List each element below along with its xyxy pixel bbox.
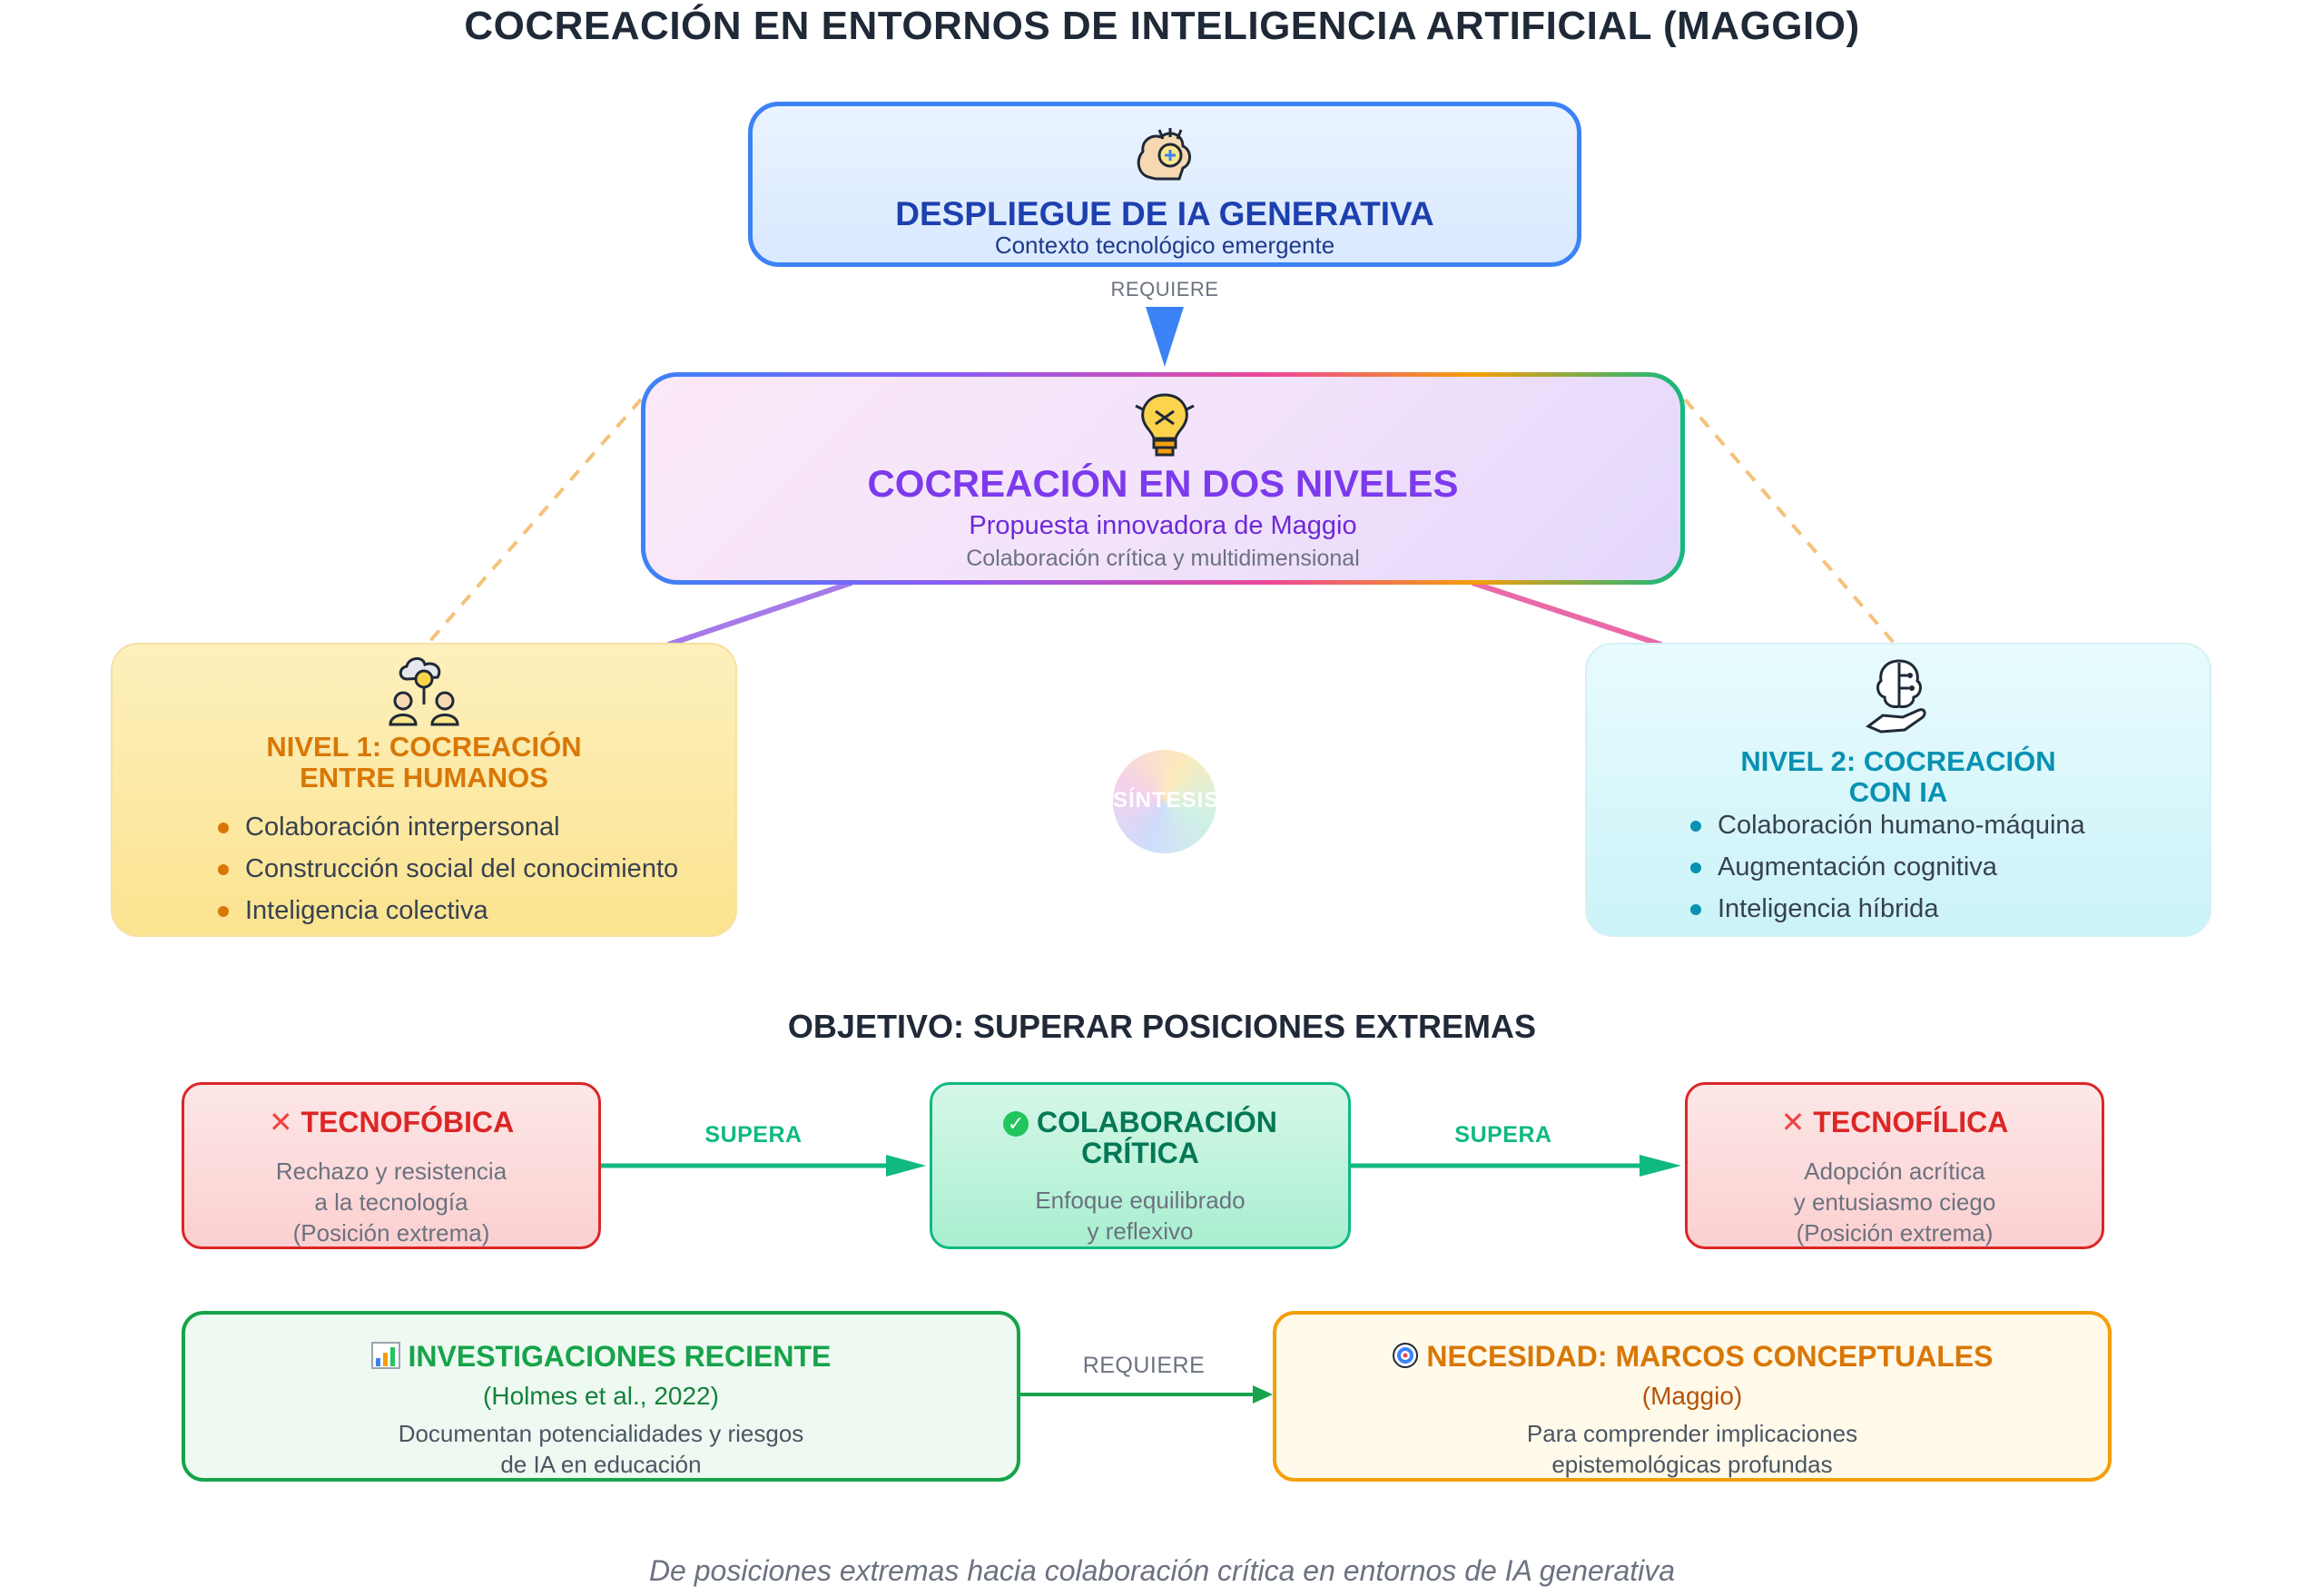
core-title: COCREACIÓN EN DOS NIVELES bbox=[867, 462, 1459, 505]
colaboracion-desc: Enfoque equilibrado y reflexivo bbox=[932, 1185, 1348, 1246]
need-title: NECESIDAD: MARCOS CONCEPTUALES bbox=[1276, 1340, 2108, 1374]
desc-line: de IA en educación bbox=[500, 1451, 702, 1478]
supera-label-right: SUPERA bbox=[1454, 1122, 1552, 1148]
research-desc: Documentan potencialidades y riesgos de … bbox=[185, 1418, 1017, 1480]
need-box: NECESIDAD: MARCOS CONCEPTUALES (Maggio) … bbox=[1273, 1311, 2112, 1482]
need-desc: Para comprender implicaciones epistemoló… bbox=[1276, 1418, 2108, 1480]
colaboracion-title-line2: CRÍTICA bbox=[1081, 1137, 1199, 1169]
list-item: Colaboración interpersonal bbox=[218, 806, 678, 848]
core-subtitle: Propuesta innovadora de Maggio bbox=[969, 511, 1357, 540]
colaboracion-title-line1: COLABORACIÓN bbox=[1037, 1106, 1277, 1138]
cross-icon: ✕ bbox=[1780, 1106, 1806, 1138]
bar-chart-icon bbox=[370, 1342, 400, 1369]
desc-line: Documentan potencialidades y riesgos bbox=[398, 1420, 804, 1447]
level1-list: Colaboración interpersonal Construcción … bbox=[218, 806, 679, 931]
deploy-title: DESPLIEGUE DE IA GENERATIVA bbox=[895, 195, 1434, 232]
target-icon bbox=[1392, 1343, 1418, 1368]
edge-label-requiere-bottom: REQUIERE bbox=[1082, 1353, 1206, 1378]
level2-box: NIVEL 2: COCREACIÓN CON IA Colaboración … bbox=[1585, 643, 2211, 937]
dashed-link-left bbox=[427, 398, 643, 645]
list-item-text: Augmentación cognitiva bbox=[1718, 852, 1997, 882]
tecnofobica-desc: Rechazo y resistencia a la tecnología (P… bbox=[184, 1156, 598, 1248]
desc-line: Para comprender implicaciones bbox=[1526, 1420, 1858, 1447]
research-citation: (Holmes et al., 2022) bbox=[483, 1382, 719, 1410]
tecnofilica-title: ✕ TECNOFÍLICA bbox=[1688, 1107, 2102, 1138]
supera-arrow-left-head bbox=[886, 1155, 926, 1177]
lightbulb-icon bbox=[1135, 393, 1195, 457]
requiere-bottom-head bbox=[1253, 1385, 1273, 1404]
desc-line: (Posición extrema) bbox=[1796, 1219, 1994, 1246]
objective-title: OBJETIVO: SUPERAR POSICIONES EXTREMAS bbox=[787, 1008, 1537, 1045]
ai-hand-icon bbox=[1866, 659, 1926, 734]
colaboracion-title: ✓ COLABORACIÓN CRÍTICA bbox=[932, 1107, 1348, 1168]
dashed-link-right bbox=[1683, 398, 1896, 645]
supera-label-left: SUPERA bbox=[704, 1122, 803, 1148]
cross-icon: ✕ bbox=[268, 1106, 293, 1138]
footer-caption: De posiciones extremas hacia colaboració… bbox=[648, 1554, 1676, 1587]
sintesis-label: SÍNTESIS bbox=[1113, 788, 1220, 813]
list-item-text: Inteligencia colectiva bbox=[245, 896, 488, 925]
bullet-dot bbox=[1690, 904, 1701, 915]
desc-line: y entusiasmo ciego bbox=[1793, 1188, 1996, 1216]
bullet-dot bbox=[218, 823, 229, 833]
supera-arrow-right-head bbox=[1640, 1155, 1681, 1177]
core-detail: Colaboración crítica y multidimensional bbox=[966, 546, 1360, 571]
page-title: COCREACIÓN EN ENTORNOS DE INTELIGENCIA A… bbox=[464, 4, 1860, 48]
deploy-box: DESPLIEGUE DE IA GENERATIVA Contexto tec… bbox=[748, 102, 1581, 267]
list-item: Inteligencia híbrida bbox=[1690, 888, 2085, 930]
level2-title-line1: NIVEL 2: COCREACIÓN bbox=[1740, 745, 2056, 777]
sintesis-circle: SÍNTESIS bbox=[1113, 750, 1220, 853]
desc-line: (Posición extrema) bbox=[292, 1219, 490, 1246]
list-item-text: Inteligencia híbrida bbox=[1718, 894, 1939, 923]
tecnofilica-box: ✕ TECNOFÍLICA Adopción acrítica y entusi… bbox=[1685, 1082, 2104, 1249]
bullet-dot bbox=[218, 864, 229, 875]
level2-title-line2: CON IA bbox=[1848, 776, 1948, 808]
link-core-level2 bbox=[1472, 580, 1662, 647]
level1-title-line1: NIVEL 1: COCREACIÓN bbox=[266, 731, 582, 763]
desc-line: Adopción acrítica bbox=[1804, 1158, 1985, 1185]
desc-line: epistemológicas profundas bbox=[1551, 1451, 1833, 1478]
brain-circuit-icon bbox=[1137, 128, 1191, 181]
need-title-text: NECESIDAD: MARCOS CONCEPTUALES bbox=[1426, 1340, 1994, 1373]
link-core-level1 bbox=[667, 580, 852, 647]
list-item: Inteligencia colectiva bbox=[218, 890, 678, 931]
list-item-text: Colaboración interpersonal bbox=[245, 813, 560, 842]
list-item-text: Construcción social del conocimiento bbox=[245, 854, 679, 883]
level1-title: NIVEL 1: COCREACIÓN ENTRE HUMANOS bbox=[113, 732, 735, 793]
desc-line: y reflexivo bbox=[1087, 1217, 1194, 1245]
requiere-arrow-head bbox=[1146, 307, 1184, 367]
tecnofilica-title-text: TECNOFÍLICA bbox=[1813, 1106, 2009, 1138]
bullet-dot bbox=[218, 906, 229, 917]
edge-label-requiere-top: REQUIERE bbox=[1110, 278, 1219, 300]
tecnofobica-title: ✕ TECNOFÓBICA bbox=[184, 1107, 598, 1138]
level1-title-line2: ENTRE HUMANOS bbox=[300, 762, 548, 793]
list-item: Augmentación cognitiva bbox=[1690, 846, 2085, 888]
list-item-text: Colaboración humano-máquina bbox=[1718, 811, 2085, 840]
core-box: COCREACIÓN EN DOS NIVELES Propuesta inno… bbox=[641, 372, 1685, 585]
people-idea-icon bbox=[389, 657, 459, 726]
tecnofobica-title-text: TECNOFÓBICA bbox=[300, 1106, 515, 1138]
bullet-dot bbox=[1690, 821, 1701, 832]
research-title-text: INVESTIGACIONES RECIENTE bbox=[408, 1340, 832, 1373]
check-circle-icon: ✓ bbox=[1003, 1111, 1029, 1137]
list-item: Construcción social del conocimiento bbox=[218, 848, 679, 890]
tecnofobica-box: ✕ TECNOFÓBICA Rechazo y resistencia a la… bbox=[182, 1082, 601, 1249]
need-citation: (Maggio) bbox=[1641, 1382, 1743, 1410]
research-title: INVESTIGACIONES RECIENTE bbox=[185, 1340, 1017, 1374]
deploy-subtitle: Contexto tecnológico emergente bbox=[994, 232, 1335, 259]
desc-line: Rechazo y resistencia bbox=[275, 1158, 507, 1185]
level2-list: Colaboración humano-máquina Augmentación… bbox=[1690, 804, 2085, 930]
tecnofilica-desc: Adopción acrítica y entusiasmo ciego (Po… bbox=[1688, 1156, 2102, 1248]
bullet-dot bbox=[1690, 862, 1701, 873]
list-item: Colaboración humano-máquina bbox=[1690, 804, 2085, 846]
desc-line: Enfoque equilibrado bbox=[1035, 1187, 1246, 1214]
desc-line: a la tecnología bbox=[314, 1188, 468, 1216]
research-box: INVESTIGACIONES RECIENTE (Holmes et al.,… bbox=[182, 1311, 1020, 1482]
colaboracion-box: ✓ COLABORACIÓN CRÍTICA Enfoque equilibra… bbox=[930, 1082, 1351, 1249]
level2-title: NIVEL 2: COCREACIÓN CON IA bbox=[1587, 746, 2210, 808]
level1-box: NIVEL 1: COCREACIÓN ENTRE HUMANOS Colabo… bbox=[111, 643, 737, 937]
